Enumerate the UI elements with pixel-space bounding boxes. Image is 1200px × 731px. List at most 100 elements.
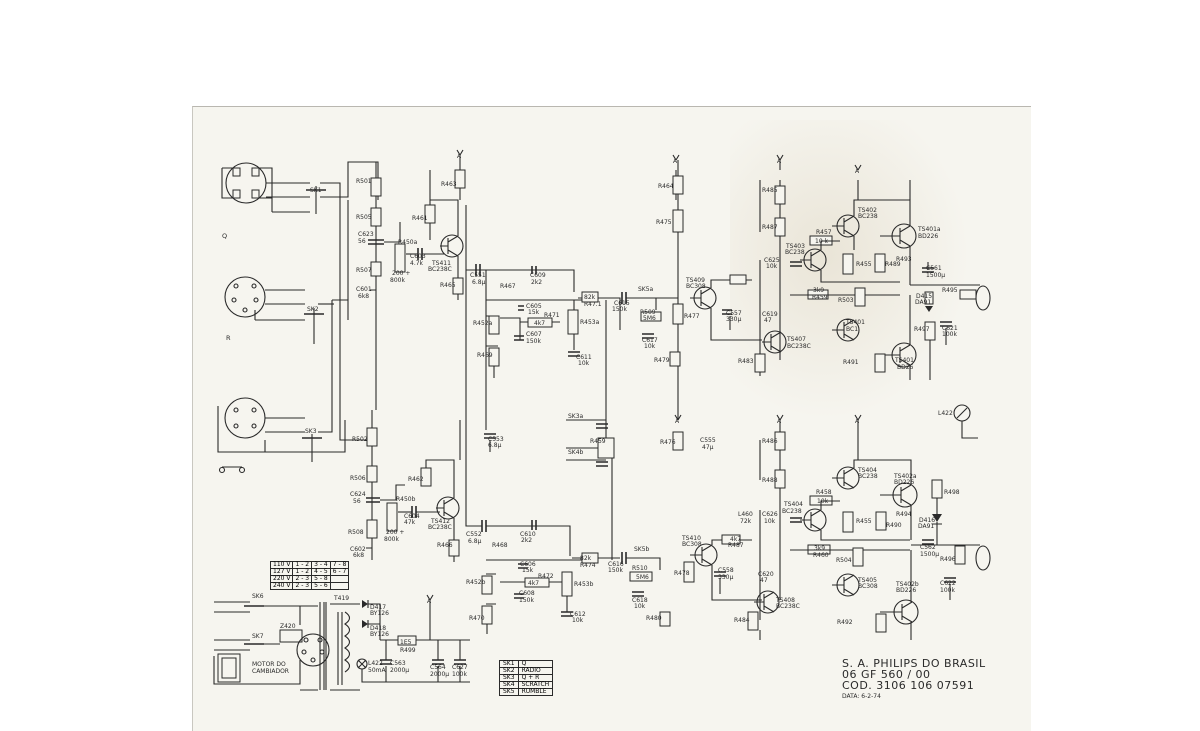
label-ts401b: TS401 (894, 357, 914, 364)
switch-sk2[interactable]: SK2 (304, 306, 324, 344)
label-l422: L422 (368, 660, 383, 667)
label-r494: R494 (896, 511, 912, 518)
label-ts401bt: BD26 (897, 364, 914, 371)
label-c555: C555 (700, 437, 716, 444)
switch-sk3-label: SK3 (305, 428, 317, 435)
label-r487v-lower: 4k7 (730, 536, 741, 543)
switch-table-switch: SK5 (499, 688, 519, 696)
label-ts409: TS409 (685, 277, 705, 284)
label-d418t: BY126 (370, 631, 389, 638)
label-r452a: R452a (473, 320, 493, 327)
label-c624v: 56 (353, 498, 361, 505)
label-r501: R501 (356, 178, 372, 185)
voltage-table-cell (329, 582, 350, 590)
label-r510v: 5M6 (636, 574, 649, 581)
label-ts402a: TS402a (893, 473, 917, 480)
label-ts411t: BC238C (428, 266, 452, 273)
label-d418: D418 (370, 625, 386, 632)
label-r458: R458 (816, 489, 832, 496)
label-c611: C611 (576, 354, 592, 361)
label-c608v: 150k (519, 597, 534, 604)
label-ts404t: BC238 (782, 508, 802, 515)
label-c609: C609 (530, 272, 546, 279)
label-d417: D417 (370, 604, 386, 611)
label-r504: R504 (836, 557, 852, 564)
label-ts404-upper: TS404 (857, 467, 877, 474)
label-c624: C624 (350, 491, 366, 498)
label-r450a: R450a (398, 239, 418, 246)
label-r507: R507 (356, 267, 372, 274)
rail-label-a-2: A (673, 158, 678, 165)
label-c607: C607 (526, 331, 542, 338)
rail-label-a-5: A (675, 418, 680, 425)
label-ts408: TS408 (775, 597, 795, 604)
label-r450a-v2: 800k (390, 277, 405, 284)
label-r476: R476 (660, 439, 676, 446)
label-c606: C606 (520, 561, 536, 568)
switch-sk1-label: SK1 (310, 187, 322, 194)
label-c563v: 2000µ (390, 667, 409, 674)
voltage-table-cell (329, 575, 350, 583)
label-r470: R470 (469, 615, 485, 622)
upper-preamp (368, 155, 678, 420)
label-ts404t-upper: BC238 (858, 473, 878, 480)
label-r469: R469 (477, 352, 493, 359)
label-l460: L460 (738, 511, 753, 518)
label-ts402bt: BD226 (896, 587, 916, 594)
label-r473: R47.1 (584, 301, 602, 308)
label-c555v: 47µ (702, 444, 714, 451)
label-r450b-v2: 800k (384, 536, 399, 543)
lower-preamp (366, 300, 661, 634)
label-r459: R459 (812, 294, 828, 301)
label-motor: MOTOR DO (252, 661, 286, 668)
voltage-table-cell: 6 - 7 (329, 568, 350, 576)
label-r462: R462 (408, 476, 424, 483)
rail-label-a-4: A (855, 168, 860, 175)
label-ts412: TS412 (430, 518, 450, 525)
voltage-table-cell: 5 - 6 (311, 582, 331, 590)
rail-label-a-6: A (777, 418, 782, 425)
label-ts402t: BC238 (858, 213, 878, 220)
label-r452b: R452b (466, 579, 486, 586)
label-r458v: 10k (817, 498, 829, 505)
label-r489: R489 (885, 261, 901, 268)
label-r485: R485 (762, 187, 778, 194)
model-number: 06 GF 560 / 00 (842, 668, 931, 681)
switch-sk1[interactable]: SK1 (306, 186, 326, 214)
label-r450a-v: 200 + (392, 270, 410, 277)
label-d416: D416 (919, 517, 935, 524)
date-label: DATA: 6-2-74 (842, 693, 881, 700)
label-d416t: DA91 (918, 523, 934, 530)
label-r464: R464 (658, 183, 674, 190)
label-r479: R479 (654, 357, 670, 364)
label-c552v: 6.8µ (468, 538, 482, 545)
label-r497: R497 (914, 326, 930, 333)
label-r460v: 3k9 (814, 545, 825, 552)
label-r496: R496 (940, 556, 956, 563)
label-ts407t: BC238C (787, 343, 811, 350)
label-c603v: 4.7k (410, 260, 424, 267)
label-c626: C626 (762, 511, 778, 518)
power-supply (213, 600, 470, 691)
switch-sk3[interactable]: SK3 (302, 428, 322, 462)
label-c561v: 1500µ (926, 272, 945, 279)
label-r503: R503 (838, 297, 854, 304)
label-r502: R502 (352, 436, 368, 443)
label-c601: C601 (356, 286, 372, 293)
label-r453a: R453a (580, 319, 600, 326)
input-connector-r (224, 276, 266, 318)
label-l422-lamp: L422 (938, 410, 953, 417)
label-r457: R457 (816, 229, 832, 236)
label-c627v: 100k (452, 671, 467, 678)
label-c558: C558 (718, 567, 734, 574)
label-ts412t: BC238C (428, 524, 452, 531)
input-connector-3 (217, 397, 345, 474)
label-c607v: 150k (526, 338, 541, 345)
label-c605: C605 (526, 303, 542, 310)
label-r465: R465 (440, 282, 456, 289)
voltage-table-cell: 2 - 3 (292, 582, 313, 590)
label-r466: R466 (437, 542, 453, 549)
label-ts404: TS404 (783, 501, 803, 508)
